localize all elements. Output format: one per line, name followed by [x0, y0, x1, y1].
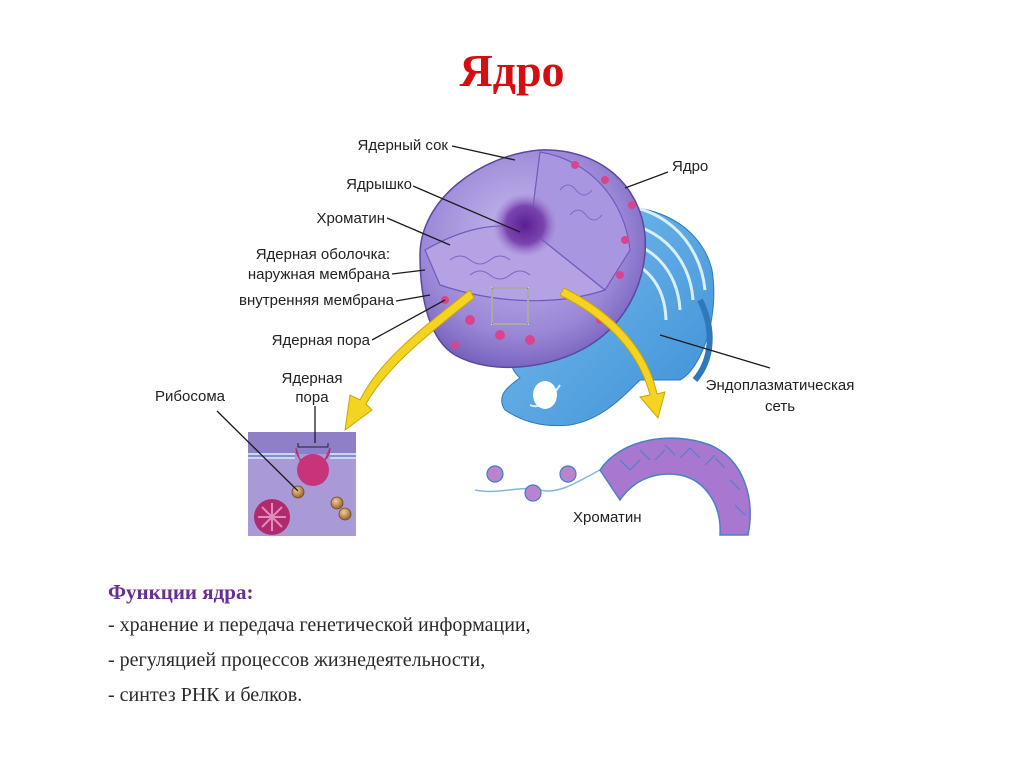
label-er-line1: Эндоплазматическая	[705, 377, 855, 394]
arrow-to-chromatin	[559, 287, 666, 420]
label-chromatin-fiber: Хроматин	[573, 509, 642, 526]
label-inner-membrane: внутренняя мембрана	[239, 292, 394, 309]
label-outer-membrane: наружная мембрана	[247, 266, 390, 283]
label-nucleus: Ядро	[672, 158, 709, 175]
function-item: - хранение и передача генетической инфор…	[108, 614, 531, 636]
label-ribosome: Рибосома	[155, 388, 225, 405]
label-nuclear-sap: Ядерный сок	[357, 137, 448, 154]
inset-pore-detail	[248, 432, 356, 536]
label-nuclear-envelope: Ядерная оболочка:	[255, 246, 390, 263]
function-item: - синтез РНК и белков.	[108, 684, 303, 706]
leader-lines	[216, 145, 771, 492]
label-chromatin: Хроматин	[316, 210, 385, 227]
arrow-to-inset	[344, 289, 475, 432]
label-inset-pore-line1: Ядерная	[281, 370, 343, 387]
label-nucleolus: Ядрышко	[346, 176, 412, 193]
nucleus-illustration	[419, 149, 647, 369]
nucleus-functions: Функции ядра: - хранение и передача гене…	[108, 580, 531, 720]
function-item: - регуляцией процессов жизнедеятельности…	[108, 649, 486, 671]
label-inset-pore-line2: пора	[295, 389, 329, 406]
functions-heading: Функции ядра:	[108, 580, 254, 604]
label-nuclear-pore: Ядерная пора	[271, 332, 370, 349]
label-er-line2: сеть	[764, 398, 796, 415]
chromatin-fiber	[474, 437, 751, 536]
slide-title: Ядро	[459, 45, 565, 96]
